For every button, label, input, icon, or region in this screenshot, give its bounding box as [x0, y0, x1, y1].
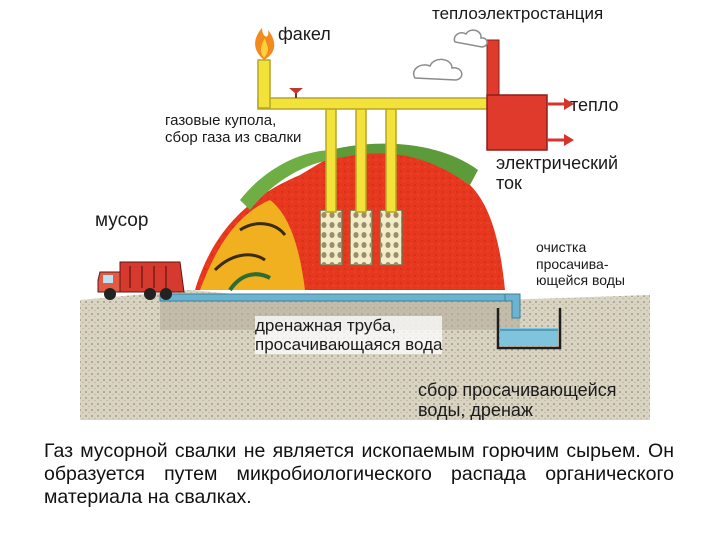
cloud-icon [414, 30, 488, 80]
trash-label: мусор [95, 210, 148, 231]
vertical-pipe-1 [326, 108, 336, 212]
gas-well-1-holes [320, 210, 342, 265]
garbage-truck-icon [98, 262, 184, 300]
drain-pipe-label: дренажная труба, просачивающаяся вода [255, 316, 442, 354]
gas-well-2-holes [350, 210, 372, 265]
leachate-water [500, 328, 558, 346]
torch-label: факел [278, 24, 331, 44]
power-plant-building [487, 40, 547, 150]
electric-current-label: электрический ток [496, 153, 618, 193]
collector-pipe [258, 98, 490, 109]
power-plant-label: теплоэлектростанция [432, 4, 603, 23]
power-plant-body [487, 95, 547, 150]
heat-label: тепло [570, 95, 619, 115]
electricity-arrow-icon [547, 134, 574, 146]
gas-domes-label: газовые купола, сбор газа из свалки [163, 113, 303, 147]
torch-flame-icon [255, 28, 274, 60]
leachate-collection-label: сбор просачивающейся воды, дренаж [418, 380, 616, 420]
gas-wells [320, 210, 402, 265]
leachate-treatment-label: очистка просачива- ющейся воды [536, 239, 625, 289]
valve-icon [289, 88, 303, 98]
power-plant-chimney [487, 40, 499, 98]
caption-text: Газ мусорной свалки не является ископаем… [44, 440, 674, 509]
vertical-pipe-2 [356, 108, 366, 212]
gas-well-3-holes [380, 210, 402, 265]
vertical-pipe-3 [386, 108, 396, 212]
torch-pipe [258, 60, 270, 108]
